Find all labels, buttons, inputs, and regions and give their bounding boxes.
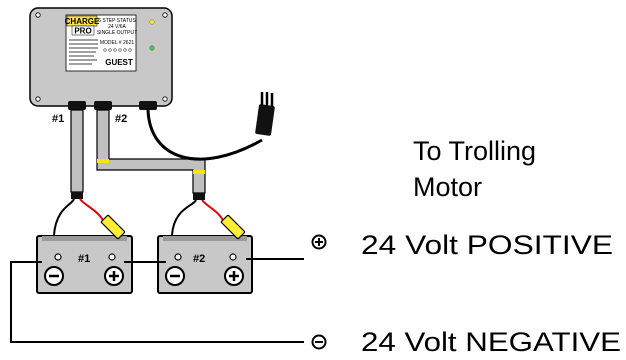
cable-label-2: #2 [115,113,127,125]
charger-maker: GUEST [105,58,133,67]
ac-plug-icon [255,104,275,136]
battery-2-label: #2 [193,253,205,265]
charger-label-plate: CHARGE PRO 6 STEP STATUS 24 V/6A SINGLE … [65,14,137,72]
charger-spec-2: 24 V/6A [108,24,126,30]
ac-power-cord [146,92,275,161]
battery-charger: CHARGE PRO 6 STEP STATUS 24 V/6A SINGLE … [29,7,173,107]
battery-2-clip [220,214,246,240]
charger-spec-1: 6 STEP STATUS [98,18,136,24]
charger-status-dots [103,48,132,52]
plus-circle-icon [311,234,327,250]
minus-circle-icon [311,334,327,350]
led-green-icon [149,45,155,51]
to-trolling-motor-line-1: To Trolling [413,136,536,166]
positive-terminal-icon [104,266,124,286]
charger-model: MODEL # 2621 [100,40,134,46]
battery-1-leads [53,198,126,240]
charger-spec-3: SINGLE OUTPUT [97,30,137,36]
battery-2: #2 [157,235,253,294]
battery-1: #1 [36,235,133,294]
negative-terminal-icon [44,266,64,286]
negative-output-wire [10,261,304,343]
positive-terminal-icon [224,266,244,286]
battery-1-clip [100,214,126,240]
charger-brand-bottom: PRO [74,27,91,36]
to-trolling-motor-line-2: Motor [413,172,482,202]
positive-label: 24 Volt POSITIVE [361,230,613,260]
output-cable-1 [70,109,84,199]
charger-cable-glands [68,101,157,110]
negative-label: 24 Volt NEGATIVE [361,327,621,357]
output-cable-2 [96,109,206,200]
battery-2-leads [171,199,246,240]
charger-brand-top: CHARGE [65,17,100,26]
negative-terminal-icon [165,266,185,286]
led-yellow-icon [149,19,155,25]
cable-label-1: #1 [52,113,64,125]
battery-1-label: #1 [78,253,90,265]
